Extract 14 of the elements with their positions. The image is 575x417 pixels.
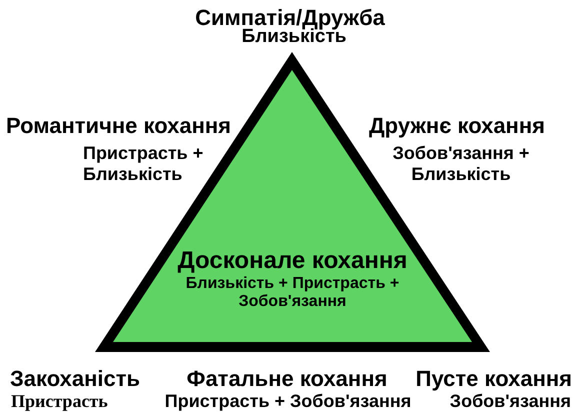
- love-type-label: Закоханість: [10, 366, 142, 392]
- love-type-label: Романтичне кохання: [6, 113, 232, 139]
- component-label: Зобов'язання + Близькість: [392, 143, 530, 185]
- love-type-label: Фатальне кохання: [186, 366, 388, 392]
- triangle-title: Досконале кохання: [178, 248, 408, 274]
- love-type-label: Дружнє кохання: [369, 113, 546, 139]
- component-label: Близькість: [242, 27, 346, 47]
- component-label: Пристрасть + Близькість: [83, 143, 204, 185]
- love-type-label: Пусте кохання: [414, 366, 572, 392]
- triangle-description: Близькість + Пристрасть + Зобов'язання: [184, 275, 400, 311]
- component-label: Зобов'язання: [448, 391, 571, 412]
- love-type-label: Симпатія/Дружба: [194, 7, 386, 29]
- component-label: Пристрасть: [11, 391, 109, 412]
- component-label: Пристрасть + Зобов'язання: [164, 391, 412, 412]
